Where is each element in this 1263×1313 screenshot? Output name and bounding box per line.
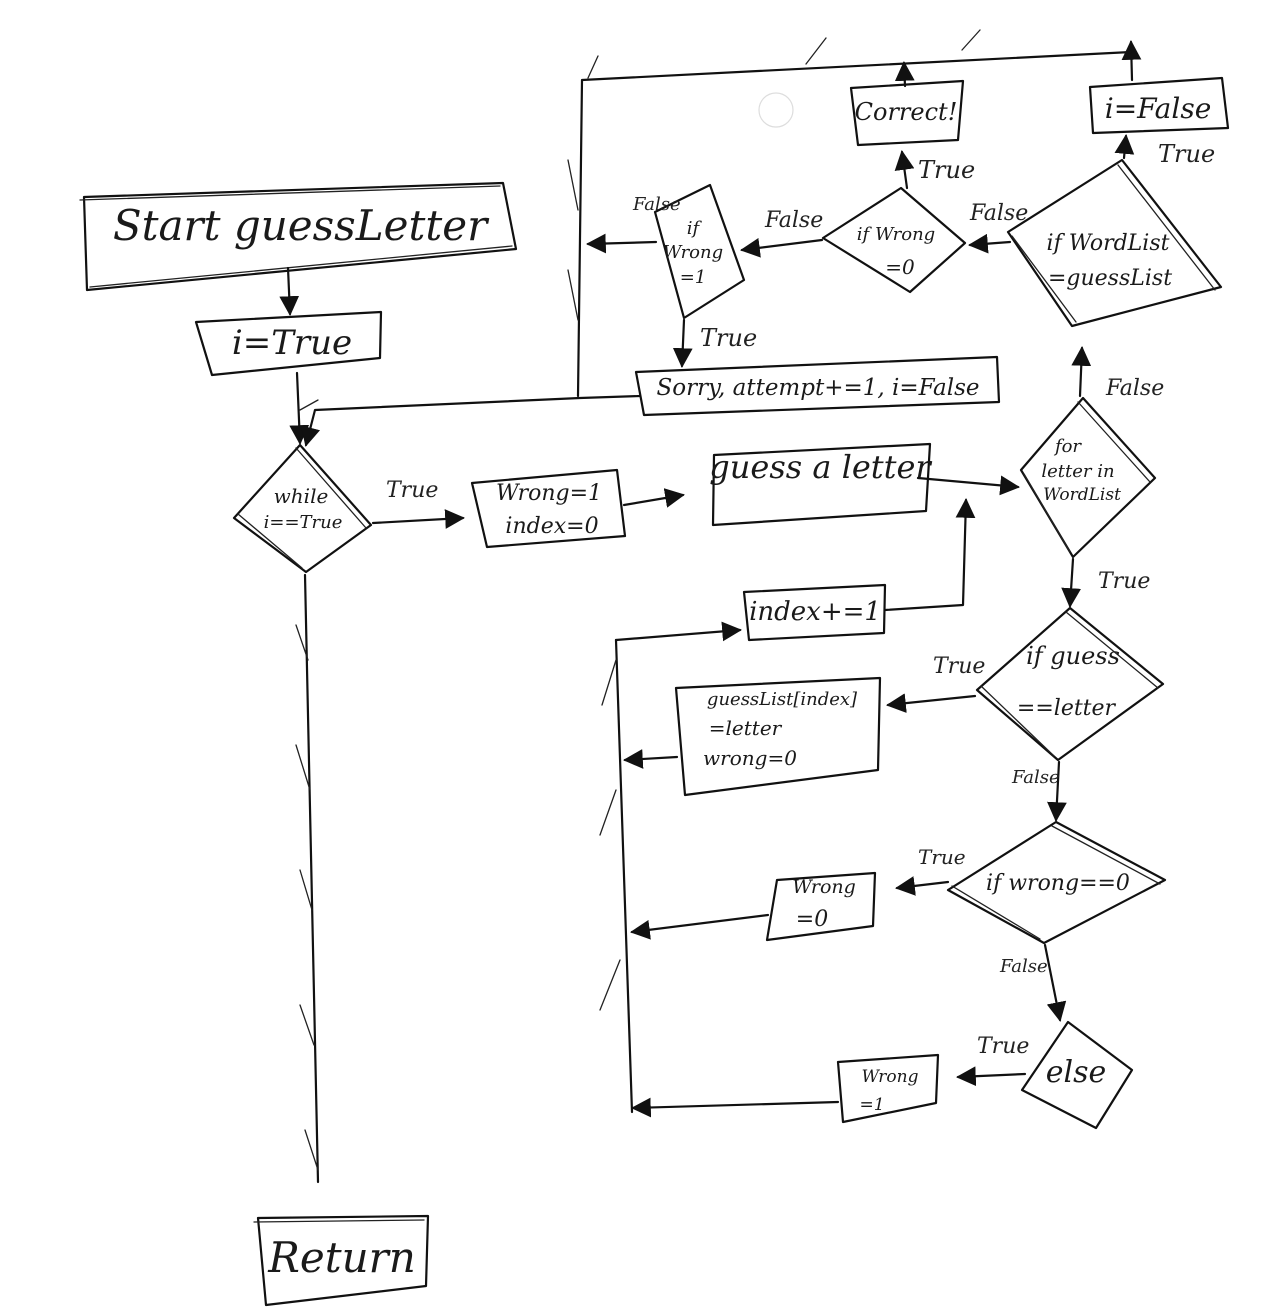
edge-init-while [289, 371, 310, 445]
edge-ifalse-top [1121, 40, 1142, 82]
edge-setguess-loop [623, 749, 679, 769]
wrong-one-node: Wrong =1 [836, 1053, 940, 1124]
if-wrong-one-line2: Wrong [663, 242, 723, 263]
edge-wrong1-loop [631, 1097, 840, 1118]
edge-wrong0-loop [630, 913, 770, 940]
if-wordlist-decision: if WordList =guessList [1006, 158, 1223, 328]
if-guess-line2: ==letter [1017, 696, 1117, 721]
label-ifwronglower-true: True [918, 845, 966, 869]
if-wordlist-line2: =guessList [1048, 266, 1172, 291]
edge-sorry-while [300, 394, 642, 447]
edge-wrongindex-guess [622, 488, 685, 508]
edge-ifwronglower-wrong0 [895, 876, 950, 896]
start-node: Start guessLetter [79, 181, 518, 292]
wrong-index-line1: Wrong=1 [496, 481, 602, 506]
sorry-label: Sorry, attempt+=1, i=False [656, 375, 979, 401]
else-label: else [1046, 1055, 1107, 1090]
label-ifguess-true: True [933, 654, 985, 679]
label-ifguess-false: False [1011, 767, 1060, 788]
for-loop-decision: for letter in WordList [1019, 396, 1157, 559]
edge-index-for [883, 498, 976, 612]
loop-left-line [614, 638, 634, 1114]
index-increment-node: index+=1 [742, 583, 887, 642]
edge-ifwronglower-else [1043, 943, 1067, 1022]
label-else-true: True [977, 1034, 1029, 1059]
init-label: i=True [232, 323, 352, 363]
while-label-line2: i==True [264, 512, 343, 533]
wrong-one-line1: Wrong [862, 1067, 919, 1087]
return-label: Return [267, 1233, 416, 1282]
if-wrong-one-line3: =1 [680, 267, 707, 288]
if-wrong-lower-label: if wrong==0 [986, 871, 1130, 896]
edge-loop-index [614, 621, 742, 642]
label-ifwrongone-false: False [632, 194, 681, 215]
label-ifwrongone-true: True [700, 324, 757, 352]
if-wrong-one-decision: if Wrong =1 [653, 183, 746, 320]
wrong-one-line2: =1 [859, 1095, 884, 1115]
edge-else-wrong1 [956, 1066, 1027, 1087]
label-while-true: True [386, 478, 438, 503]
guess-label: guess a letter [709, 448, 932, 486]
for-label-line2: letter in [1041, 461, 1114, 482]
init-node: i=True [194, 310, 383, 377]
correct-node: Correct! [849, 79, 965, 147]
correct-label: Correct! [855, 98, 958, 126]
wrong-index-line2: index=0 [505, 514, 598, 539]
edge-ifwordlist-ifwrongupper [968, 233, 1012, 254]
label-for-true: True [1098, 569, 1150, 594]
wrong-zero-line1: Wrong [792, 876, 856, 898]
edge-correct-top [894, 61, 915, 88]
if-guess-line1: if guess [1026, 642, 1120, 670]
label-for-false: False [1105, 376, 1164, 401]
if-wrong-zero-lower-decision: if wrong==0 [946, 820, 1167, 945]
edge-start-init [279, 266, 300, 316]
index-increment-label: index+=1 [749, 597, 881, 627]
guess-input-node: guess a letter [709, 442, 932, 527]
if-guess-decision: if guess ==letter [975, 606, 1165, 762]
for-label-line3: WordList [1043, 485, 1121, 505]
for-label-line1: for [1053, 436, 1082, 457]
start-label: Start guessLetter [113, 201, 490, 250]
if-wordlist-line1: if WordList [1047, 231, 1170, 256]
while-label-line1: while [274, 484, 329, 508]
while-decision: while i==True [232, 443, 373, 574]
edge-ifguess-setguess [886, 693, 977, 714]
set-guess-line1: guessList[index] [707, 689, 858, 710]
label-ifwronglower-false: False [999, 956, 1048, 977]
else-decision: else [1020, 1020, 1134, 1130]
edge-ifguess-ifwronglower [1047, 760, 1067, 822]
edge-while-return [303, 573, 320, 1184]
label-ifwrongupper-true: True [918, 156, 975, 184]
if-wrong-upper-line2: =0 [885, 255, 915, 279]
if-wrong-zero-upper-decision: if Wrong =0 [821, 186, 967, 294]
sorry-node: Sorry, attempt+=1, i=False [634, 355, 1001, 417]
set-guess-line3: wrong=0 [703, 746, 797, 770]
edge-while-wrongindex [371, 509, 465, 529]
edge-for-ifguess [1061, 557, 1082, 608]
if-wrong-one-line1: if [687, 218, 703, 239]
edge-ifwrongone-sorry [672, 318, 693, 368]
if-wrong-upper-line1: if Wrong [857, 224, 935, 245]
loop-top-line [576, 50, 1133, 398]
wrong-index-init-node: Wrong=1 index=0 [470, 468, 627, 549]
return-node: Return [253, 1214, 430, 1307]
label-ifwordlist-false: False [969, 201, 1028, 226]
set-guess-node: guessList[index] =letter wrong=0 [674, 676, 882, 797]
edge-guess-for [916, 475, 1020, 496]
i-false-node: i=False [1088, 76, 1230, 135]
edge-for-ifwordlist [1071, 346, 1092, 398]
edge-ifwordlist-ifalse [1114, 134, 1135, 160]
edge-ifwrongone-left [586, 233, 658, 254]
edge-ifwrongupper-ifwrongone [740, 237, 824, 258]
i-false-label: i=False [1105, 92, 1212, 125]
set-guess-line2: =letter [709, 716, 783, 740]
label-ifwordlist-true: True [1158, 140, 1215, 168]
wrong-zero-node: Wrong =0 [765, 871, 877, 942]
edge-ifwrongupper-correct [894, 150, 915, 190]
wrong-zero-line2: =0 [796, 907, 828, 932]
label-ifwrongupper-false: False [764, 208, 823, 233]
